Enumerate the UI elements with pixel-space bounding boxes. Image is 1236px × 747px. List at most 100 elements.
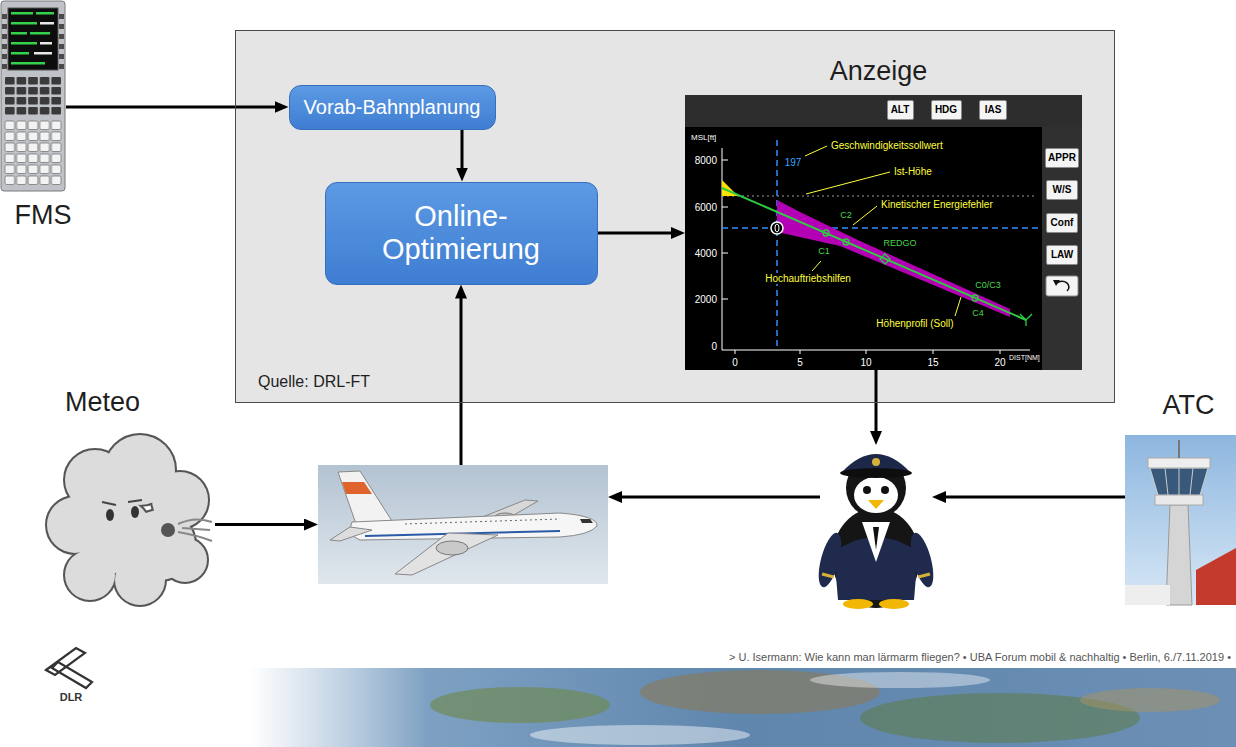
atc-tower-art [1155, 495, 1203, 505]
axis-tick: 5 [796, 357, 804, 368]
atc-tower-art [1178, 440, 1180, 458]
pilot-figure-art [863, 486, 871, 494]
button-label: Conf [1051, 217, 1074, 229]
atc-tower: ATC [1125, 435, 1236, 605]
plot-axes [722, 253, 728, 254]
axis-tick: 0 [710, 341, 718, 352]
flow-arrow [461, 130, 464, 172]
weather-cloud-art [161, 523, 175, 537]
pilot-figure-art [872, 458, 880, 466]
fms-unit-art [11, 22, 37, 25]
fms-unit-art [11, 12, 33, 15]
weather-cloud-art [47, 435, 208, 605]
axis-tick: 8000 [694, 155, 718, 166]
pilot-figure-art [862, 522, 890, 562]
earth-banner [250, 668, 1236, 747]
fms-unit-art [59, 14, 64, 19]
pilot-figure-art [843, 599, 873, 609]
label-slot: C1 [817, 247, 831, 257]
label-slot: > U. Isermann: Wie kann man lärmarm flie… [728, 651, 1232, 663]
plot-axes [866, 350, 867, 354]
label-slot: 8000 [694, 155, 718, 166]
fms-unit: FMS [0, 0, 66, 192]
weather-cloud-art [47, 435, 212, 605]
side-button: LAW [1046, 245, 1078, 265]
undo-button [1046, 276, 1078, 296]
pilot-figure-art [854, 477, 898, 513]
axis-tick: 20 [993, 357, 1006, 368]
profile-markers [843, 239, 849, 245]
display-screen-art [685, 95, 1082, 370]
label-slot: REDGO [882, 239, 917, 249]
fms-unit-art [11, 62, 45, 65]
profile-markers [1020, 314, 1032, 326]
callout-label: Ist-Höhe [893, 166, 933, 177]
fms-unit-art [2, 64, 7, 69]
display-screen-art [685, 95, 1082, 370]
weather-cloud: Meteo [50, 440, 215, 605]
plot-axes [1000, 350, 1001, 354]
aircraft-photo-art [330, 527, 372, 541]
fms-unit-art [2, 54, 7, 59]
button-label: ALT [891, 104, 910, 116]
button-label: LAW [1051, 249, 1073, 261]
pilot-figure-art [814, 454, 938, 609]
waypoint-label: C4 [971, 309, 985, 319]
fms-unit-art [59, 44, 64, 49]
position-line [776, 140, 778, 350]
aircraft-photo-art [405, 519, 560, 524]
button-label: W/S [1053, 184, 1072, 196]
axis-tick: 6000 [694, 202, 718, 213]
profile-markers [823, 230, 829, 236]
fms-unit-art [34, 22, 54, 55]
callout-label: Hochauftriebshilfen [764, 273, 852, 284]
leader-line [805, 146, 827, 156]
label-slot: C2 [839, 211, 853, 221]
axis-tick: 2000 [694, 294, 718, 305]
fms-unit-art [11, 52, 29, 55]
flow-arrow [598, 232, 676, 235]
leader-line [806, 172, 890, 194]
fms-unit-art [59, 64, 64, 69]
plot-axes [722, 148, 1030, 354]
aircraft-photo [318, 465, 608, 584]
callout-label: Geschwindigkeitssollwert [830, 140, 944, 151]
flow-arrow [66, 106, 279, 109]
label-slot: 10 [859, 357, 872, 368]
undo-button [1057, 281, 1069, 291]
fms-unit-art [59, 34, 64, 39]
actual-altitude-line [722, 196, 1035, 197]
aircraft-photo-art [318, 465, 608, 584]
node-heading: Meteo [20, 387, 185, 418]
label-slot: DIST[NM] [1008, 354, 1041, 362]
weather-cloud-art [178, 519, 212, 541]
axis-tick: 10 [859, 357, 872, 368]
waypoint-label: C2 [839, 211, 853, 221]
aircraft-photo-art [436, 541, 468, 555]
display-screen-art [1042, 127, 1082, 370]
aircraft-photo-art [395, 533, 498, 575]
label-slot: 15 [926, 357, 939, 368]
aircraft-position [771, 222, 783, 234]
axis-tick: 15 [926, 357, 939, 368]
side-button: W/S [1046, 180, 1078, 200]
flow-arrow [942, 496, 1125, 499]
pilot-figure-art [879, 599, 909, 609]
weather-cloud-art [131, 506, 139, 518]
label-slot: Höhenprofil (Soll) [875, 318, 954, 329]
label-slot: 4000 [694, 248, 718, 259]
aircraft-photo-art [342, 482, 372, 494]
label-slot: 20 [993, 357, 1006, 368]
fms-unit-art [2, 24, 7, 29]
callout-label: Höhenprofil (Soll) [875, 318, 954, 329]
profile-markers [972, 295, 978, 301]
weather-cloud-art [47, 435, 208, 605]
axis-tick: 4000 [694, 248, 718, 259]
fms-unit-art [8, 8, 58, 70]
label-slot: 197 [784, 157, 803, 168]
label-slot: MSL[ft] [690, 134, 717, 143]
pilot-figure-art [814, 531, 846, 590]
plot-axes [722, 148, 723, 350]
